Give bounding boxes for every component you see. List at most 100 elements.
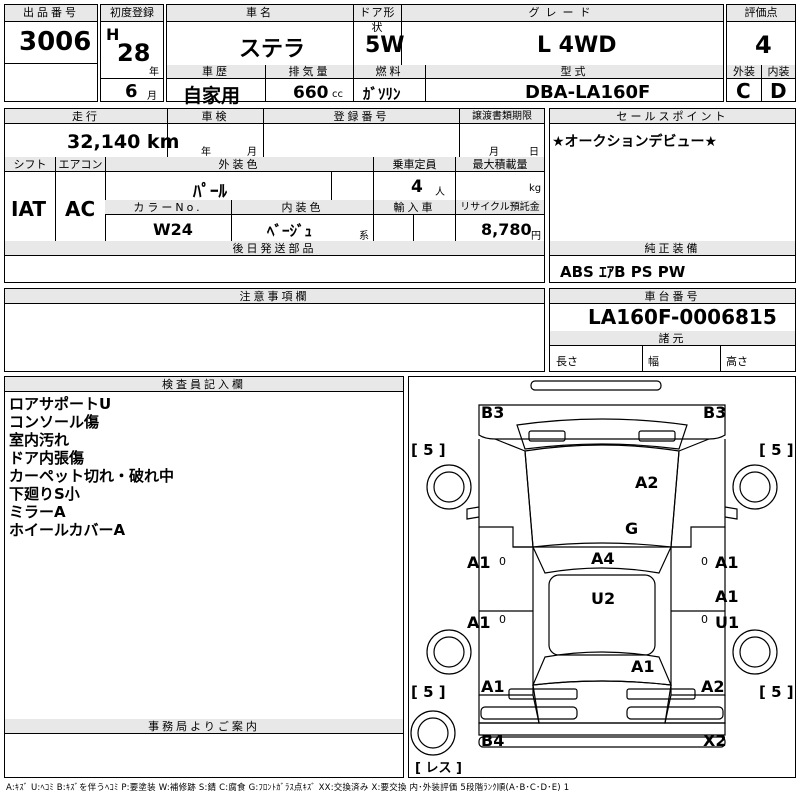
fuel-label: 燃料 (353, 65, 425, 79)
car-outline (410, 380, 778, 756)
ac-label: エアコン (55, 157, 105, 172)
year-unit: 年 (149, 67, 159, 78)
damage-mark: X2 (703, 731, 727, 750)
damage-mark: A1 (481, 677, 505, 696)
equipment: ABS ｴｱB PS PW (560, 263, 686, 281)
lot-number: 3006 (19, 27, 92, 57)
vehicle-history: 自家用 (183, 85, 241, 107)
inspector-note: カーペット切れ・破れ中 (9, 467, 175, 485)
tire-tread-rear-left: [ 5 ] (411, 683, 446, 701)
interior-color-unit: 系 (359, 231, 369, 242)
damage-mark: A1 (467, 553, 491, 572)
door-type: 5W (365, 33, 405, 58)
equipment-label: 純正装備 (550, 241, 795, 256)
color-no-label: カラーNo. (105, 200, 231, 215)
lot-number-label: 出品番号 (5, 5, 97, 22)
caution-label: 注意事項欄 (5, 289, 544, 304)
door-label: ドア形状 (353, 5, 401, 34)
capacity-unit: 人 (435, 187, 445, 198)
overall-score: 4 (755, 31, 772, 59)
inspector-note: 室内汚れ (9, 431, 70, 449)
fuel: ｶﾞｿﾘﾝ (363, 85, 401, 103)
transfer-day-unit: 日 (529, 147, 539, 158)
displacement: 660 (293, 83, 329, 103)
interior-grade: D (770, 79, 787, 103)
displacement-unit: cc (332, 89, 343, 100)
damage-mark: A1 (715, 587, 739, 606)
model-label: 型式 (425, 65, 723, 79)
inspector-note: ミラーA (9, 503, 66, 521)
era: H (106, 25, 120, 44)
damage-code-legend: A:ｷｽﾞ U:ﾍｺﾐ B:ｷｽﾞを伴うﾍｺﾐ P:要塗装 W:補修跡 S:錆 … (6, 783, 570, 793)
tire-depth-mark: 0 (499, 555, 506, 568)
inspection-year-unit: 年 (201, 147, 211, 158)
inspector-note: ホイールカバーA (9, 521, 126, 539)
inspector-notes-label: 検査員記入欄 (5, 377, 403, 392)
damage-mark: A1 (467, 613, 491, 632)
import-label: 輸入車 (373, 200, 455, 215)
damage-mark: U1 (715, 613, 740, 632)
displacement-label: 排気量 (265, 65, 353, 79)
damage-diagram: B3 B3 A2 G A4 A1 A1 A1 U2 A1 U1 A1 A1 A2… (408, 376, 796, 778)
recycle-fee-unit: 円 (531, 231, 541, 242)
height-label: 高さ (726, 355, 748, 368)
frame-number-label: 車台番号 (550, 289, 795, 304)
exterior-color: ﾊﾟｰﾙ (193, 182, 227, 202)
recycle-fee-label: リサイクル預託金 (455, 200, 544, 215)
month-unit: 月 (147, 91, 157, 102)
damage-mark: A2 (635, 473, 659, 492)
max-load-label: 最大積載量 (455, 157, 544, 172)
frame-number-box: 車台番号 LA160F-0006815 諸元 長さ 幅 高さ (549, 288, 796, 372)
tire-tread-front-right: [ 5 ] (759, 441, 794, 459)
score-label: 評価点 (727, 5, 795, 22)
car-name-label: 車名 (167, 5, 353, 22)
damage-mark: U2 (591, 589, 616, 608)
reg-year: 28 (117, 39, 151, 67)
interior-color-label: 内装色 (231, 200, 373, 215)
tire-depth-mark: 0 (701, 613, 708, 626)
selling-point: ★オークションデビュー★ (552, 134, 718, 150)
width-label: 幅 (648, 355, 659, 368)
shift-label: シフト (5, 157, 55, 172)
exterior-label: 外装 (727, 65, 761, 79)
interior-color: ﾍﾞｰｼﾞｭ (267, 222, 313, 240)
exterior-grade: C (736, 79, 751, 103)
color-number: W24 (153, 220, 193, 239)
tire-tread-front-left: [ 5 ] (411, 441, 446, 459)
mileage-label: 走行 (5, 109, 167, 124)
inspector-note: コンソール傷 (9, 413, 100, 431)
interior-label: 内装 (761, 65, 795, 79)
first-registration-box: 初度登録 H 28 年 6 月 (100, 4, 164, 102)
first-reg-label: 初度登録 (101, 5, 163, 22)
shift-type: IAT (11, 197, 47, 221)
damage-mark: A1 (631, 657, 655, 676)
tire-depth-mark: 0 (701, 555, 708, 568)
inspection-month-unit: 月 (247, 147, 257, 158)
capacity: 4 (411, 177, 423, 197)
frame-number: LA160F-0006815 (588, 305, 777, 329)
spare-tire-status: [ レス ] (415, 761, 462, 776)
damage-mark: A4 (591, 549, 615, 568)
model-code: DBA-LA160F (525, 82, 651, 103)
grade-label: グレード (401, 5, 723, 22)
office-notice-label: 事務局よりご案内 (5, 719, 403, 734)
inspector-note: ドア内張傷 (9, 449, 85, 467)
grade: L 4WD (537, 33, 617, 58)
inspector-note: ロアサポートU (9, 395, 112, 413)
damage-mark: A2 (701, 677, 725, 696)
reg-month: 6 (125, 81, 138, 102)
lot-number-box: 出品番号 3006 (4, 4, 98, 102)
later-parts-label: 後日発送部品 (5, 241, 544, 256)
specs-label: 諸元 (550, 331, 795, 346)
ac-type: AC (65, 197, 96, 221)
vehicle-detail-box: 走行 車検 登録番号 譲渡書類期限 32,140 km 年 月 月 日 シフト … (4, 108, 545, 283)
load-unit: kg (529, 183, 542, 194)
exterior-color-label: 外装色 (105, 157, 373, 172)
damage-mark: B4 (481, 731, 505, 750)
damage-mark: G (625, 519, 639, 538)
selling-point-label: セールスポイント (550, 109, 795, 124)
damage-mark: A1 (715, 553, 739, 572)
selling-point-box: セールスポイント ★オークションデビュー★ 純正装備 ABS ｴｱB PS PW (549, 108, 796, 283)
damage-mark: B3 (703, 403, 727, 422)
recycle-fee: 8,780 (481, 220, 532, 239)
